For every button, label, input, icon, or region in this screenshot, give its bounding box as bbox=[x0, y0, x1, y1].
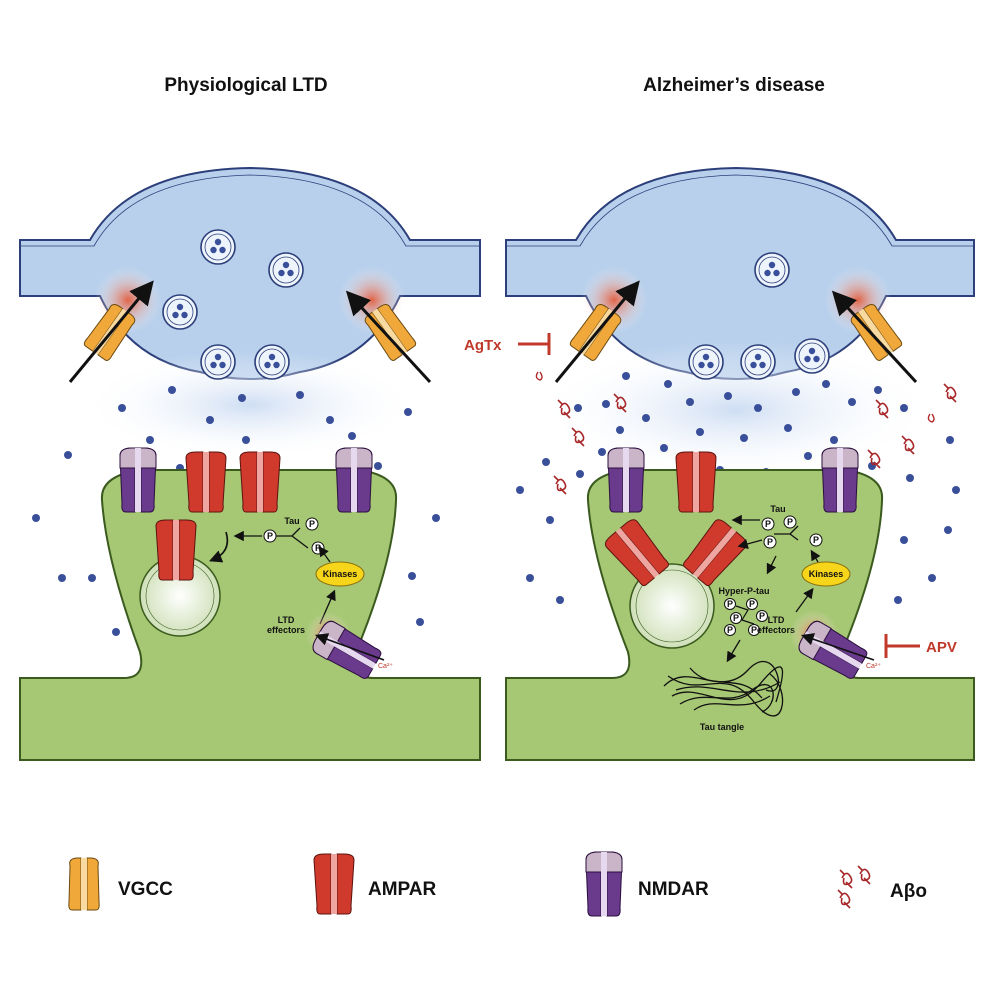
docked-vesicle bbox=[200, 344, 236, 380]
cleft-glow bbox=[536, 340, 936, 480]
nmdar-receptor bbox=[821, 447, 859, 513]
legend-ampar-label: AMPAR bbox=[368, 879, 437, 900]
ampar-receptor bbox=[675, 451, 717, 513]
legend-ampar-icon bbox=[313, 853, 355, 915]
svg-text:P: P bbox=[813, 535, 819, 545]
endosome bbox=[629, 563, 715, 649]
synaptic-vesicle bbox=[754, 252, 790, 288]
legend-nmdar-icon bbox=[585, 851, 623, 917]
glutamate-molecules bbox=[516, 372, 960, 604]
svg-text:P: P bbox=[787, 517, 793, 527]
svg-text:P: P bbox=[733, 613, 739, 623]
docked-vesicle bbox=[740, 344, 776, 380]
agtx-label: AgTx bbox=[464, 337, 502, 354]
abeta-oligomer bbox=[553, 475, 567, 495]
tau-molecule bbox=[774, 525, 799, 541]
ca-entry-arrow bbox=[800, 633, 875, 661]
svg-text:P: P bbox=[767, 537, 773, 547]
tau-tangle-label: Tau tangle bbox=[700, 722, 744, 732]
right-panel: Alzheimer’s disease AgTx bbox=[464, 75, 975, 761]
ca-label: Ca²⁺ bbox=[378, 663, 393, 670]
nmdar-receptor bbox=[335, 447, 373, 513]
legend-vgcc-label: VGCC bbox=[118, 879, 173, 900]
svg-text:P: P bbox=[309, 519, 315, 529]
svg-text:P: P bbox=[749, 599, 755, 609]
svg-text:P: P bbox=[765, 519, 771, 529]
agtx-molecule bbox=[535, 371, 543, 381]
docked-vesicle bbox=[794, 338, 830, 374]
left-panel-title: Physiological LTD bbox=[164, 75, 327, 96]
legend: VGCC AMPAR NMDAR Aβo bbox=[68, 851, 927, 917]
ca-influx-arrow bbox=[68, 280, 154, 383]
kinases-enzyme bbox=[315, 561, 365, 587]
docked-vesicle bbox=[688, 344, 724, 380]
svg-text:P: P bbox=[727, 599, 733, 609]
ampar-receptor bbox=[239, 451, 281, 513]
docked-vesicle bbox=[254, 344, 290, 380]
apv-label: APV bbox=[926, 639, 957, 656]
svg-text:P: P bbox=[751, 625, 757, 635]
tau-tangle bbox=[663, 661, 784, 717]
ltd-effectors-label-line2: effectors bbox=[757, 625, 795, 635]
tau-molecule bbox=[276, 527, 309, 549]
hyper-p-tau-cluster: P P P P P P bbox=[724, 598, 768, 636]
svg-text:P: P bbox=[759, 611, 765, 621]
ltd-effectors-label-line1: LTD bbox=[278, 615, 295, 625]
ca-influx-arrow bbox=[554, 280, 640, 383]
synaptic-vesicle bbox=[268, 252, 304, 288]
kinases-label: Kinases bbox=[809, 569, 844, 579]
ampar-receptor bbox=[185, 451, 227, 513]
kinases-label: Kinases bbox=[323, 569, 358, 579]
ltd-effectors-label-line2: effectors bbox=[267, 625, 305, 635]
cleft-glow bbox=[80, 350, 420, 460]
nmdar-receptor bbox=[607, 447, 645, 513]
svg-text:P: P bbox=[315, 543, 321, 553]
ca-influx-arrow bbox=[345, 290, 432, 384]
phosphate-group bbox=[305, 517, 319, 531]
internalized-ampar bbox=[155, 519, 197, 581]
legend-abeta-icon bbox=[837, 865, 871, 909]
kinase-to-tau-arrow bbox=[318, 545, 331, 563]
phosphate-group bbox=[263, 529, 277, 543]
right-panel-title: Alzheimer’s disease bbox=[643, 75, 825, 96]
ltd-effectors-label-line1: LTD bbox=[768, 615, 785, 625]
svg-text:P: P bbox=[267, 531, 273, 541]
svg-text:P: P bbox=[727, 625, 733, 635]
tau-to-ampar-arrow bbox=[737, 538, 763, 549]
kinase-to-tau-arrow bbox=[810, 549, 821, 563]
ca-influx-arrow bbox=[831, 290, 918, 384]
synaptic-vesicle bbox=[200, 229, 236, 265]
tau-to-hyper-arrow bbox=[766, 555, 777, 575]
kinases-enzyme bbox=[801, 561, 851, 587]
abeta-oligomer bbox=[943, 383, 957, 403]
legend-vgcc-icon bbox=[68, 857, 100, 911]
legend-nmdar-label: NMDAR bbox=[638, 879, 709, 900]
abeta-fragment bbox=[927, 413, 935, 423]
hyper-p-tau-label: Hyper-P-tau bbox=[718, 586, 769, 596]
left-panel: Physiological LTD bbox=[19, 75, 481, 761]
postsynaptic-spine bbox=[19, 469, 481, 761]
legend-abeta-label: Aβo bbox=[890, 881, 927, 902]
tau-label: Tau bbox=[770, 504, 785, 514]
internalization-arrow bbox=[209, 531, 229, 563]
hyper-to-tangle-arrow bbox=[726, 639, 741, 663]
effector-to-kinase-arrow bbox=[795, 587, 814, 613]
ca-label: Ca²⁺ bbox=[866, 663, 881, 670]
tau-label: Tau bbox=[284, 516, 299, 526]
ca-entry-arrow bbox=[314, 633, 385, 661]
nmdar-receptor bbox=[119, 447, 157, 513]
synaptic-vesicle bbox=[162, 294, 198, 330]
